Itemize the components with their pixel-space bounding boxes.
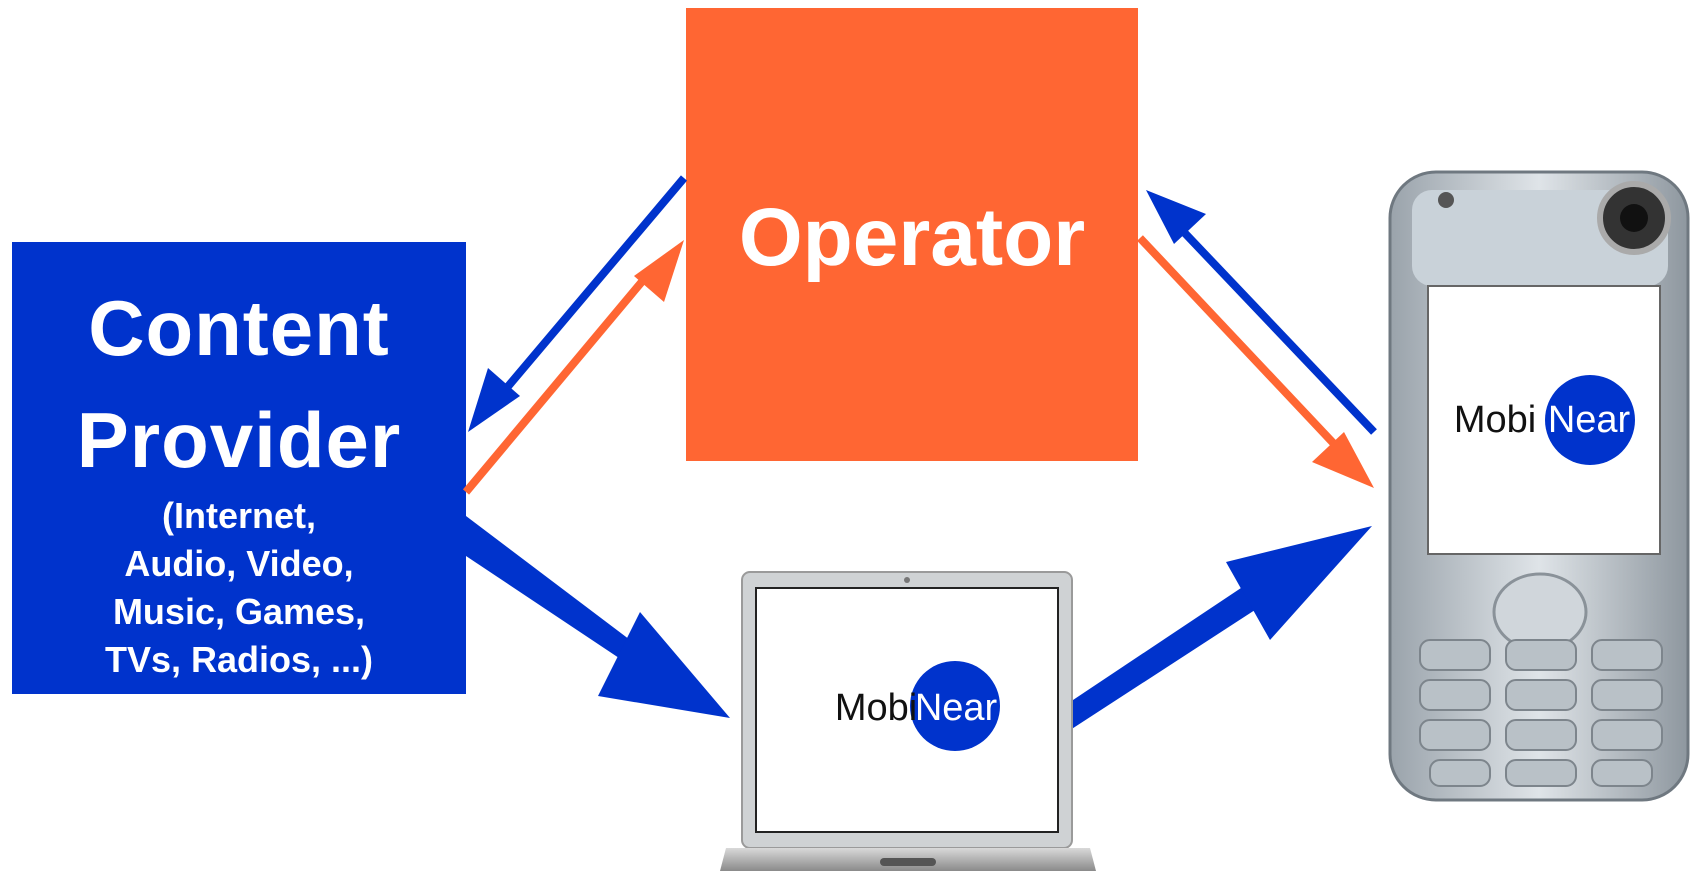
operator-box — [686, 8, 1138, 461]
laptop-logo-circle — [910, 661, 1000, 751]
mobile-phone-icon: Mobi Near — [1388, 170, 1690, 802]
content-provider-subtitle-line: Music, Games, — [112, 591, 366, 632]
content-provider-subtitle-line: (Internet, — [161, 495, 316, 536]
arrow-phone-to-operator — [1146, 190, 1377, 435]
content-provider-title-line1: Content — [88, 284, 390, 372]
content-provider-label-group: Content Provider (Internet, Audio, Video… — [12, 242, 466, 694]
content-provider-title-line2: Provider — [76, 396, 402, 484]
laptop-logo-text-near: Near — [915, 687, 998, 729]
phone-logo-text-mobi: Mobi — [1454, 399, 1536, 441]
arrow-provider-to-laptop — [466, 516, 730, 718]
laptop-logo-text-mobi: Mobi — [835, 687, 917, 729]
content-provider-subtitle: (Internet, Audio, Video, Music, Games, T… — [12, 492, 466, 684]
operator-title: Operator — [738, 192, 1086, 283]
content-provider-subtitle-line: TVs, Radios, ...) — [104, 639, 374, 680]
content-provider-subtitle-line: Audio, Video, — [124, 543, 354, 584]
operator-label-group: Operator — [686, 8, 1138, 461]
content-provider-box — [12, 242, 466, 694]
phone-logo-circle — [1545, 375, 1635, 465]
arrow-operator-to-phone — [1137, 235, 1374, 488]
laptop-icon: Mobi Near — [720, 571, 1096, 871]
arrow-provider-to-operator — [462, 240, 684, 495]
arrow-laptop-to-phone — [1064, 526, 1372, 734]
arrow-operator-to-provider — [468, 175, 688, 432]
content-provider-title: Content Provider — [12, 272, 466, 496]
phone-logo-text-near: Near — [1548, 399, 1631, 441]
